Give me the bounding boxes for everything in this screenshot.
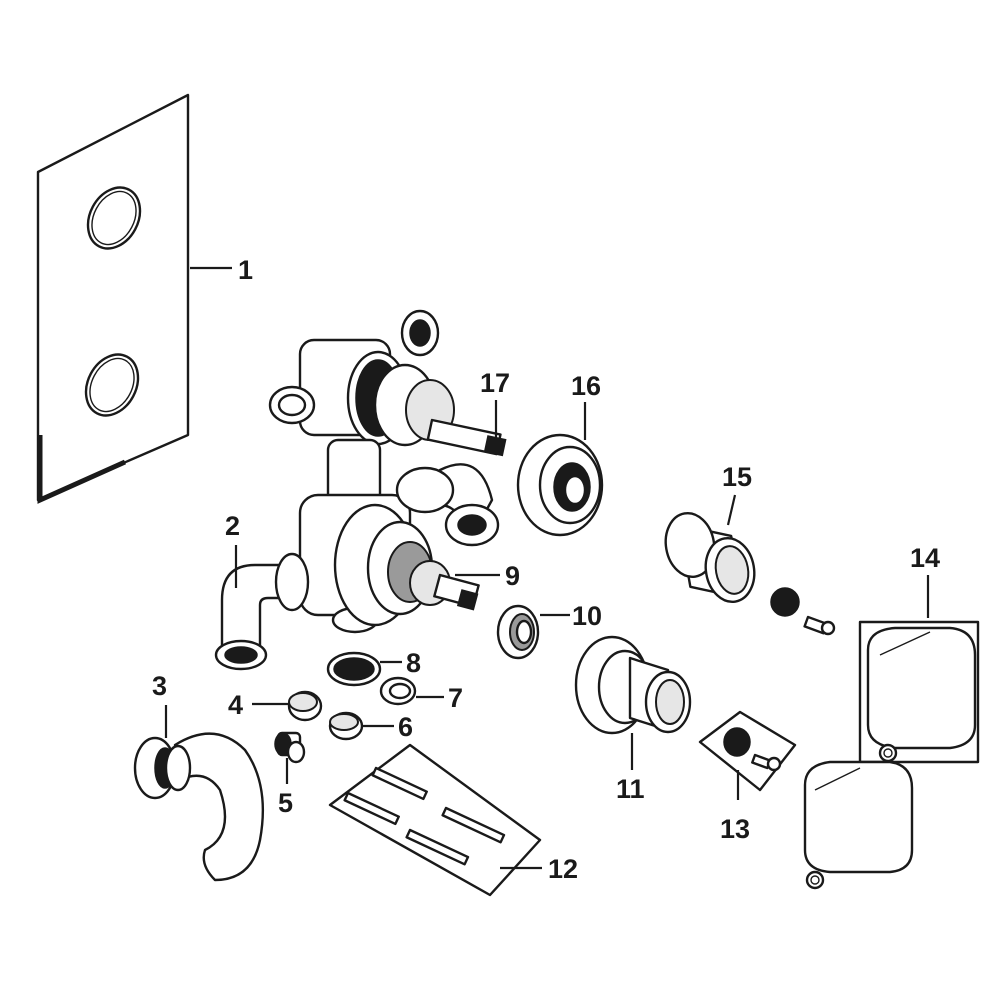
valve-neck: [326, 438, 500, 547]
handle-lower: [803, 760, 914, 890]
callout-13: 13: [720, 814, 750, 844]
leader-15: [726, 494, 737, 526]
part-11-large-sleeve: [574, 635, 692, 735]
callout-17: 17: [480, 368, 510, 398]
part-15-sleeve: [664, 512, 756, 603]
callout-14: 14: [910, 543, 940, 573]
part-4-cap: [287, 690, 323, 722]
callout-12: 12: [548, 854, 578, 884]
part-7-ring: [379, 676, 417, 706]
callout-6: 6: [398, 712, 413, 742]
callout-8: 8: [406, 648, 421, 678]
callout-11: 11: [616, 774, 645, 804]
valve-body-upper: [268, 309, 507, 457]
callout-10: 10: [572, 601, 602, 631]
part-1-wall-plate: [36, 93, 190, 504]
part-2-elbow: [214, 552, 310, 671]
part-8-washer: [326, 651, 382, 687]
spindle-adapter-upper: [770, 587, 836, 636]
callout-3: 3: [152, 671, 167, 701]
part-16-flange: [516, 433, 604, 537]
part-6-cap: [328, 711, 364, 741]
callout-2: 2: [225, 511, 240, 541]
part-13-spindle-adapter: [698, 710, 797, 792]
part-3-outlet-elbow: [133, 732, 265, 882]
callout-16: 16: [571, 371, 601, 401]
valve-body-lower: [298, 466, 480, 634]
callout-7: 7: [448, 683, 463, 713]
callout-9: 9: [505, 561, 520, 591]
part-12-fixing-kit: [328, 743, 542, 897]
callout-4: 4: [228, 690, 243, 720]
part-10-ring: [496, 604, 540, 660]
callout-15: 15: [722, 462, 752, 492]
part-5-check-valve: [274, 731, 306, 764]
callout-5: 5: [278, 788, 293, 818]
part-14-handle-box: [858, 620, 980, 764]
callout-1: 1: [238, 255, 253, 285]
